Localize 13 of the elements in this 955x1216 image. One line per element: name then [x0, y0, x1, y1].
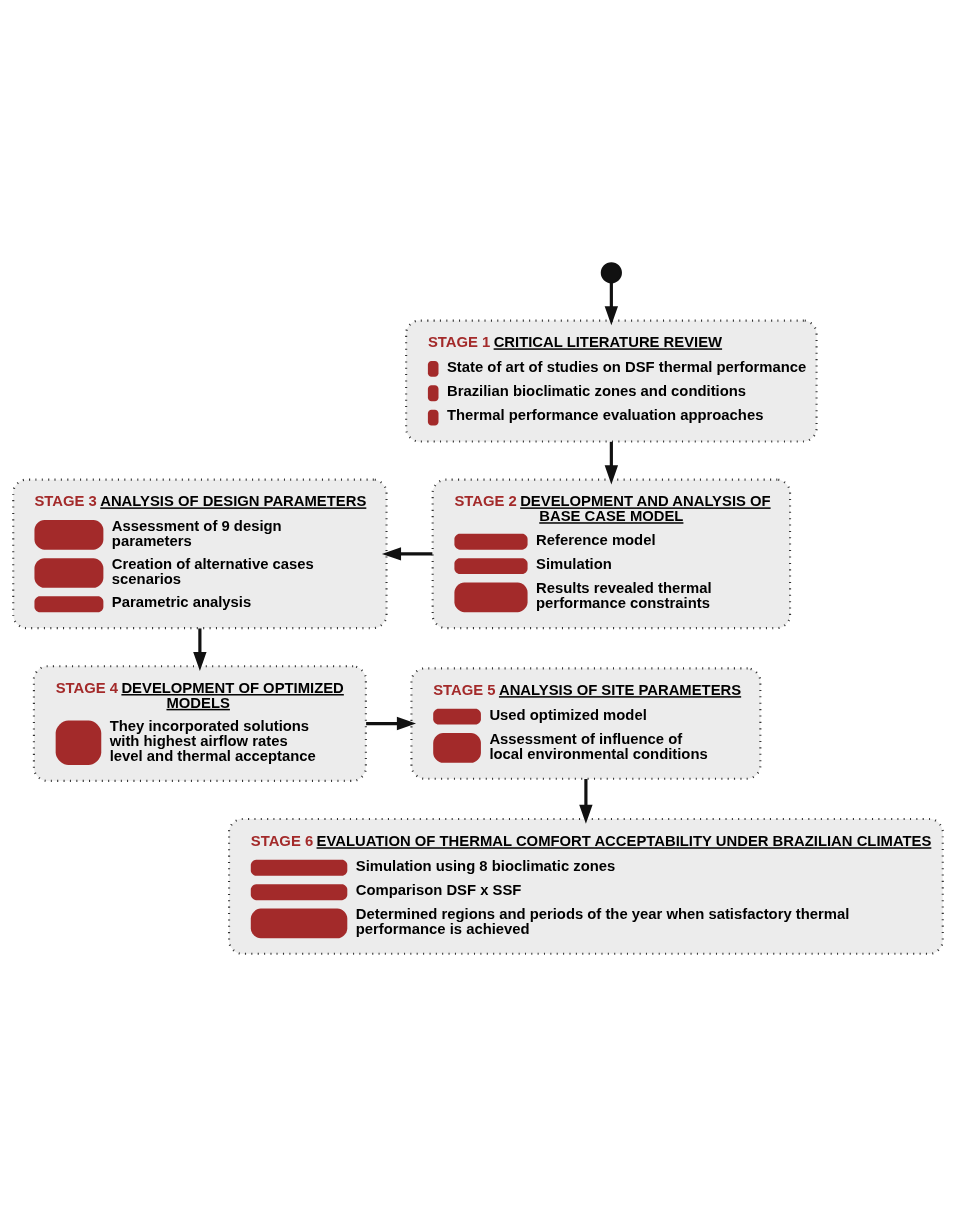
node-box: STAGE 1 CRITICAL LITERATURE REVIEW State of art of studies on DSF thermal performance Brazilian bioclimatic zones and conditions Thermal performance evaluation approaches	[404, 319, 818, 443]
node-box: STAGE 6 EVALUATION OF THERMAL COMFORT ACCEPTABILITY UNDER BRAZILIAN CLIMATES Simulation using 8 bioclimatic zones Comparison DSF x SSF Determined regions and periods of the year when satisfactory thermal performance is achieved	[227, 817, 944, 955]
node-box: STAGE 5 ANALYSIS OF SITE PARAMETERS Used optimized model Assessment of influence of local environmental conditions	[409, 666, 761, 780]
arrow	[604, 441, 618, 484]
arrow	[604, 282, 618, 325]
arrow	[381, 546, 432, 561]
arrow	[192, 627, 207, 671]
node-circle	[600, 261, 622, 283]
node-box: STAGE 2 DEVELOPMENT AND ANALYSIS OF BASE CASE MODEL Reference model Simulation Results revealed thermal performance constraints	[431, 478, 791, 629]
node-box: STAGE 3 ANALYSIS OF DESIGN PARAMETERS Assessment of 9 design parameters Creation of alternative cases scenarios Parametric analysis	[11, 478, 388, 629]
node-box: STAGE 4 DEVELOPMENT OF OPTIMIZED MODELS They incorporated solutions with highest airflow rates level and thermal acceptance	[32, 664, 367, 782]
arrow	[365, 716, 416, 730]
arrow	[578, 778, 593, 824]
